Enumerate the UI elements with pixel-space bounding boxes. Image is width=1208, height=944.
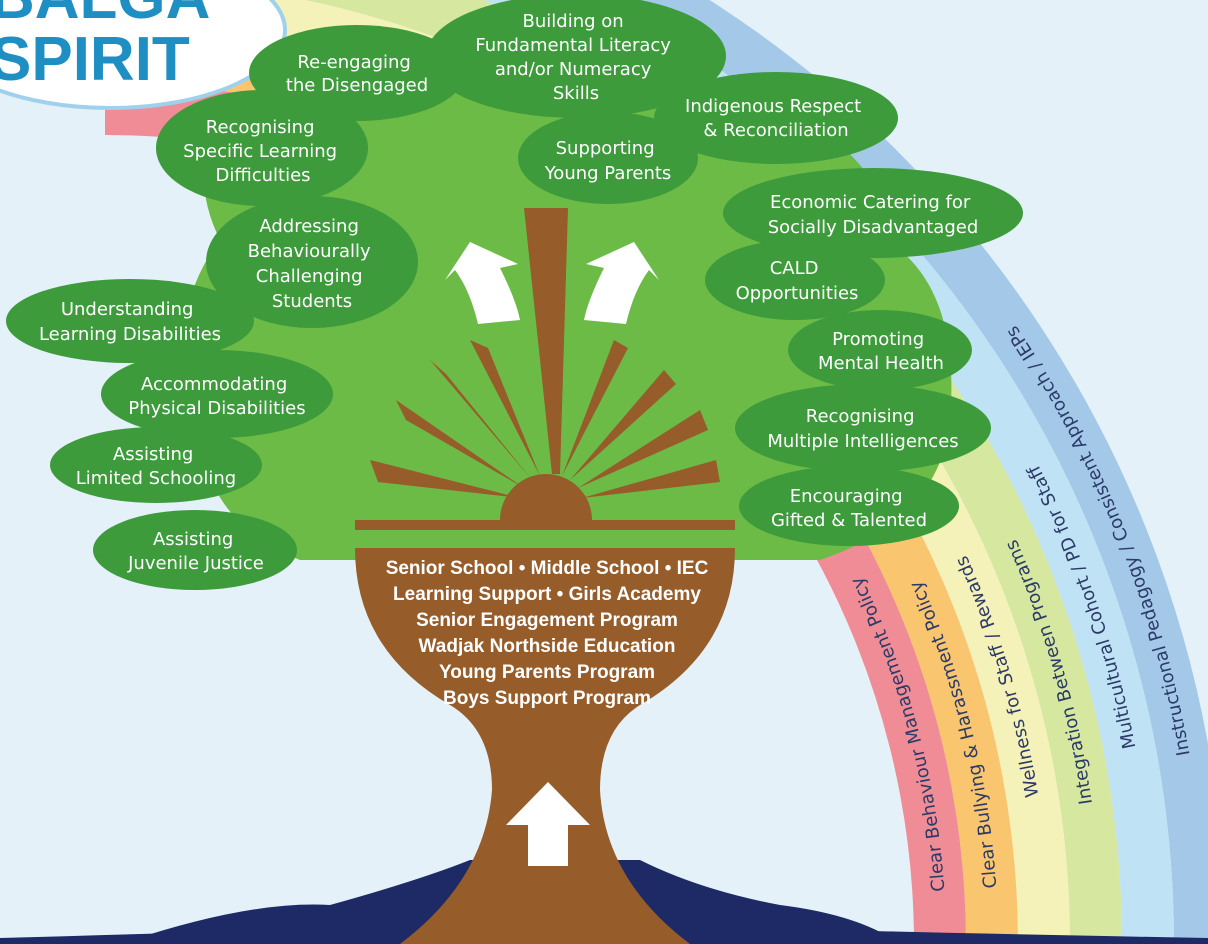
leaf-multiple-intelligences: Recognising Multiple Intelligences xyxy=(767,406,958,452)
trunk-programs: Senior School • Middle School • IEC Lear… xyxy=(386,558,709,709)
leaf-labels: Building on Fundamental Literacy and/or … xyxy=(39,11,978,574)
leaf-indigenous: Indigenous Respect & Reconciliation xyxy=(685,96,867,141)
growth-arrows xyxy=(445,242,659,866)
arrow-up-icon xyxy=(506,782,590,866)
leaf-young-parents: Supporting Young Parents xyxy=(544,138,672,184)
leaf-behaviour: Addressing Behaviourally Challenging Stu… xyxy=(248,216,377,312)
leaf-mental-health: Promoting Mental Health xyxy=(818,329,944,374)
leaf-learning-disabilities: Understanding Learning Disabilities xyxy=(39,299,221,345)
leaf-re-engaging: Re-engaging the Disengaged xyxy=(286,52,428,96)
leaf-gifted: Encouraging Gifted & Talented xyxy=(771,486,927,531)
logo: BALGA SPIRIT xyxy=(0,0,287,110)
logo-line-1: BALGA xyxy=(0,0,210,32)
leaf-literacy: Building on Fundamental Literacy and/or … xyxy=(475,11,676,104)
leaf-limited-schooling: Assisting Limited Schooling xyxy=(76,444,236,489)
leaf-physical-disabilities: Accommodating Physical Disabilities xyxy=(128,374,305,419)
program-line-4: Wadjak Northside Education xyxy=(419,636,676,657)
program-line-1: Senior School • Middle School • IEC xyxy=(386,558,709,579)
leaf-economic: Economic Catering for Socially Disadvant… xyxy=(768,192,979,238)
arrow-right-icon xyxy=(584,242,659,324)
logo-line-2: SPIRIT xyxy=(0,25,190,94)
program-line-3: Senior Engagement Program xyxy=(416,610,678,631)
leaf-juvenile-justice: Assisting Juvenile Justice xyxy=(127,529,264,574)
program-line-2: Learning Support • Girls Academy xyxy=(393,584,701,605)
leaf-specific-learning: Recognising Specific Learning Difficulti… xyxy=(183,117,343,186)
leaf-cald: CALD Opportunities xyxy=(736,258,859,304)
program-line-5: Young Parents Program xyxy=(439,662,655,683)
arrow-left-icon xyxy=(445,242,520,324)
program-line-6: Boys Support Program xyxy=(443,688,651,709)
trunk xyxy=(0,208,1208,944)
leaves xyxy=(6,0,1023,590)
